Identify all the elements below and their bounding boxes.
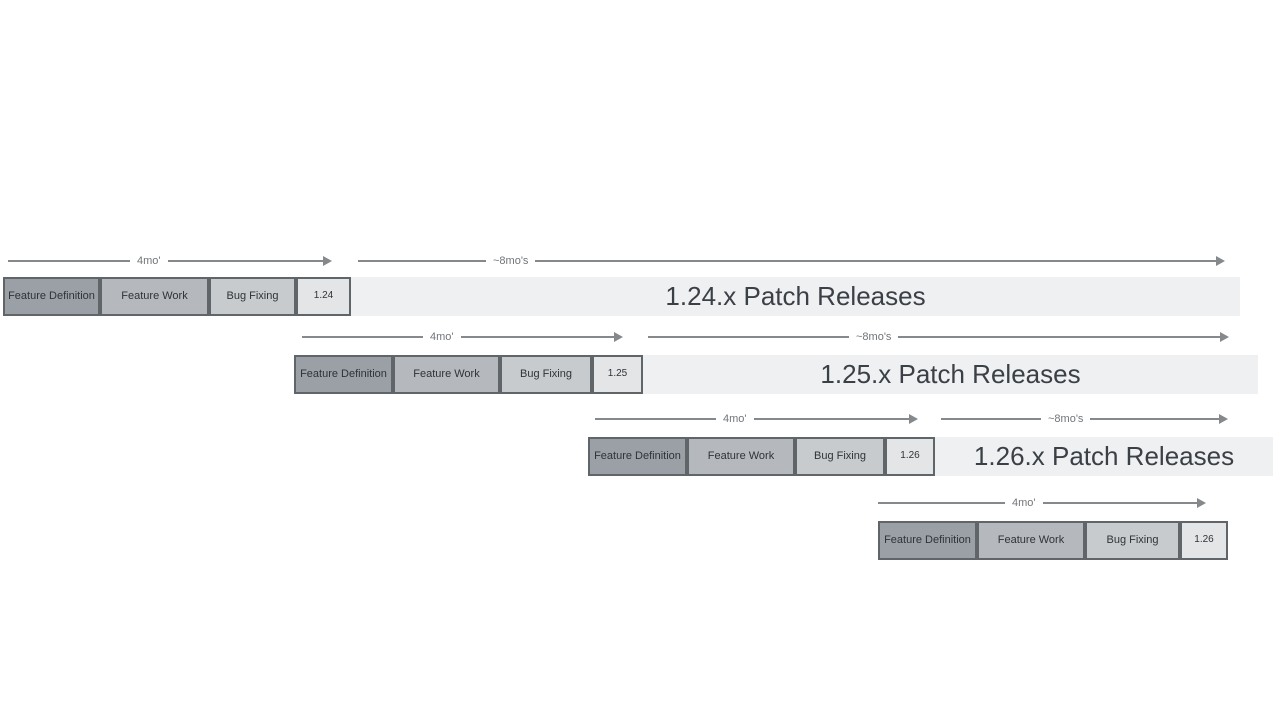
- dev-cycle-label: 4mo': [1005, 495, 1043, 511]
- feature-work-box: Feature Work: [393, 355, 500, 394]
- bug-fixing-box: Bug Fixing: [209, 277, 296, 316]
- dev-cycle-label: 4mo': [423, 329, 461, 345]
- arrowhead-icon: [1219, 414, 1228, 424]
- arrowhead-icon: [1197, 498, 1206, 508]
- patch-cycle-arrow: ~8mo's: [941, 411, 1228, 427]
- feature-definition-box: Feature Definition: [588, 437, 687, 476]
- feature-definition-box: Feature Definition: [294, 355, 393, 394]
- patch-releases-bar: 1.24.x Patch Releases: [351, 277, 1240, 316]
- patch-releases-bar: 1.25.x Patch Releases: [643, 355, 1258, 394]
- dev-cycle-arrow: 4mo': [595, 411, 918, 427]
- feature-definition-box: Feature Definition: [878, 521, 977, 560]
- feature-work-box: Feature Work: [977, 521, 1085, 560]
- arrowhead-icon: [909, 414, 918, 424]
- arrowhead-icon: [614, 332, 623, 342]
- arrowhead-icon: [323, 256, 332, 266]
- version-box: 1.26: [1180, 521, 1228, 560]
- feature-definition-box: Feature Definition: [3, 277, 100, 316]
- arrow-line: [358, 260, 1218, 262]
- version-box: 1.26: [885, 437, 935, 476]
- feature-work-box: Feature Work: [687, 437, 795, 476]
- patch-cycle-label: ~8mo's: [849, 329, 899, 345]
- version-box: 1.24: [296, 277, 351, 316]
- dev-cycle-arrow: 4mo': [8, 253, 332, 269]
- patch-cycle-label: ~8mo's: [486, 253, 536, 269]
- dev-cycle-arrow: 4mo': [302, 329, 623, 345]
- arrowhead-icon: [1220, 332, 1229, 342]
- feature-work-box: Feature Work: [100, 277, 209, 316]
- dev-cycle-label: 4mo': [130, 253, 168, 269]
- patch-cycle-label: ~8mo's: [1041, 411, 1091, 427]
- arrowhead-icon: [1216, 256, 1225, 266]
- version-box: 1.25: [592, 355, 643, 394]
- patch-releases-bar: 1.26.x Patch Releases: [935, 437, 1273, 476]
- bug-fixing-box: Bug Fixing: [500, 355, 592, 394]
- bug-fixing-box: Bug Fixing: [795, 437, 885, 476]
- patch-cycle-arrow: ~8mo's: [358, 253, 1225, 269]
- dev-cycle-label: 4mo': [716, 411, 754, 427]
- patch-cycle-arrow: ~8mo's: [648, 329, 1229, 345]
- dev-cycle-arrow: 4mo': [878, 495, 1206, 511]
- bug-fixing-box: Bug Fixing: [1085, 521, 1180, 560]
- arrow-line: [648, 336, 1222, 338]
